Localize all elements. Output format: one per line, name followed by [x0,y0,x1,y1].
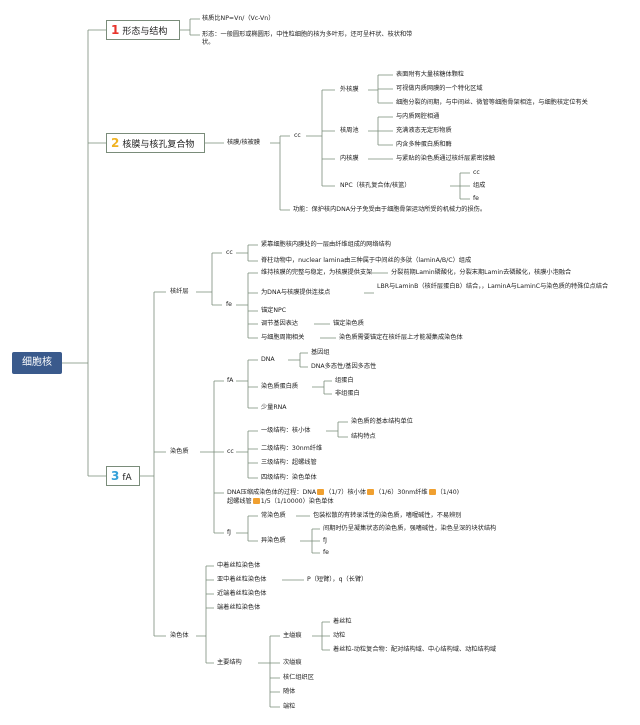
s3-lamina-fe-r4: 调节基因表达 [261,320,299,327]
s3-chromosome-arms: P（短臂），q（长臂） [307,576,368,583]
s3-hetero-item-2: fJ [323,537,328,544]
s3-compression-f: 1/5（1/10000）染色单体 [260,498,334,505]
section-3-label: fA [122,473,132,483]
s3-level-1-item-2: 结构特点 [351,433,376,440]
s3-chromatin-fa: fA [227,377,234,384]
s3-chromosome-type-2: 亚中着丝粒染色体 [217,576,267,583]
s3-lamina-fe-r2: 为DNA与核膜提供连接点 [261,289,331,296]
s3-lamina: 核纤层 [170,288,189,295]
s3-level-3: 三级结构：超螺线管 [261,459,317,466]
s3-compression-a: DNA压缩成染色体的过程：DNA [227,489,317,496]
section-1-number: 1 [111,23,120,37]
s3-compression-d: （1/40) [436,489,460,496]
s3-compression-e: 超螺线管 [227,498,252,505]
s3-main-structure: 主要结构 [217,659,242,666]
s2-npc-item-2: 组成 [473,182,486,189]
s2-npc: NPC（核孔复合体/核篮） [340,182,411,189]
s3-hetero-item-1: 间期时仍呈凝集状态的染色质，强嗜碱性，染色呈深的块状结构 [323,525,497,532]
s3-compression-b: （1/7）核小体 [325,489,367,496]
s1-item-shape-cont: 状。 [202,39,215,46]
s3-dna-item-2: DNA多态性/基因多态性 [311,363,377,370]
s3-chromosome-type-3: 近端着丝粒染色体 [217,590,267,597]
s1-item-shape: 形态：一般圆形或椭圆形，中性粒细胞的核为多叶形，还可呈杆状、枝状和带 [202,31,413,38]
s3-lamina-fe-r1b: 分裂前期Lamin磷酸化，分裂末期Lamin去磷酸化，核膜小泡融合 [391,269,572,276]
s3-level-1-item-1: 染色质的基本结构单位 [351,418,413,425]
s1-item-ratio: 核质比NP=Vn/（Vc-Vn） [202,15,275,22]
section-2-number: 2 [111,136,120,150]
s3-protein-item-1: 组蛋白 [335,377,354,384]
s3-level-2: 二级结构：30nm纤维 [261,445,323,452]
s3-euchromatin: 常染色质 [261,512,286,519]
arrow-tag-icon [317,489,325,495]
arrow-tag-icon [367,489,375,495]
s3-chromatin-cc: cc [227,448,234,455]
arrow-tag-icon [428,489,436,495]
s3-satellite: 随体 [283,688,296,695]
root-node: 细胞核 [12,352,62,374]
s2-outer-item-2: 可视做内质网膜的一个特化区域 [396,85,483,92]
s3-primary-constriction: 主缢痕 [283,632,302,639]
s3-primary-item-3: 着丝粒-动粒复合物：配对结构域、中心结构域、动粒结构域 [333,646,497,653]
s3-level-1: 一级结构：核小体 [261,427,311,434]
s3-compression-c: （1/6）30nm纤维 [375,489,428,496]
section-1-label: 形态与结构 [122,27,168,37]
s3-lamina-fe: fe [226,301,232,308]
s2-outer-item-3: 细胞分裂的间期，与中间丝、微管等细胞骨架相连，与细胞核定位有关 [396,99,588,106]
s2-npc-item-3: fe [473,195,479,202]
arrow-tag-icon [252,498,260,504]
s2-inner-item-1: 与紧贴的染色质通过核纤层紧密接触 [396,155,495,162]
s2-space-item-2: 充满液态无定形物质 [396,127,452,134]
section-3-number: 3 [111,469,120,483]
s2-inner-membrane: 内核膜 [340,155,359,162]
s3-lamina-cc-item-1: 紧靠细胞核内膜处的一层由纤维组成的网络结构 [261,241,391,248]
s3-lamina-fe-r4b: 锚定染色质 [333,320,364,327]
s2-cc: cc [294,132,301,139]
s3-lamina-fe-r3: 锚定NPC [261,307,287,314]
s2-space-item-1: 与内质网腔相通 [396,113,440,120]
s2-perinuclear-space: 核周池 [340,127,359,134]
s3-chromatin: 染色质 [170,448,189,455]
s3-chromosome-type-4: 端着丝粒染色体 [217,604,261,611]
s3-compression-line-1: DNA压缩成染色体的过程：DNA （1/7）核小体 （1/6）30nm纤维 （1/40… [227,489,459,497]
s3-protein-item-2: 非组蛋白 [335,390,360,397]
s3-lamina-fe-r5: 与细胞周期相关 [261,334,305,341]
s3-level-4: 四级结构：染色单体 [261,474,317,481]
s3-chromosome: 染色体 [170,632,189,639]
s3-heterochromatin: 异染色质 [261,537,286,544]
s3-lamina-fe-r5b: 染色质需要锚定在核纤层上才能凝集成染色体 [339,334,463,341]
s3-dna: DNA [261,356,275,363]
s2-function: 功能：保护核内DNA分子免受由于细胞骨架运动所受的机械力的损伤。 [293,206,487,213]
s3-euchromatin-desc: 包装松散的有转录活性的染色质，嗜喔碱性，不易辨别 [313,512,462,519]
s3-lamina-fe-r2b: LBR与LaminB（核纤层蛋白B）结合，，LaminA与LaminC与染色质的… [377,283,609,290]
s3-dna-item-1: 基因组 [311,349,330,356]
s3-lamina-cc-item-2: 脊柱动物中，nuclear lamina由三种属于中间丝的多肽（laminA/B… [261,257,472,264]
s3-chromosome-type-1: 中着丝粒染色体 [217,562,261,569]
s3-chromatin-fj: fJ [227,529,232,536]
s2-space-item-3: 内含多种蛋白质和酶 [396,141,452,148]
s2-npc-item-1: cc [473,169,480,176]
s3-compression-line-2: 超螺线管 1/5（1/10000）染色单体 [227,498,334,506]
s3-lamina-cc: cc [226,249,233,256]
s3-primary-item-1: 着丝粒 [333,618,352,625]
s3-lamina-fe-r1: 维持核膜的完整与稳定，为核膜提供支架 [261,269,373,276]
s3-chromatin-protein: 染色质蛋白质 [261,383,299,390]
s3-secondary-constriction: 次缢痕 [283,659,302,666]
s3-rna: 少量RNA [261,404,287,411]
s2-outer-membrane: 外核膜 [340,86,359,93]
section-2-label: 核膜与核孔复合物 [122,140,195,150]
s2-outer-item-1: 表面附有大量核糖体颗粒 [396,71,465,78]
s3-hetero-item-3: fe [323,549,329,556]
s2-nuclear-envelope: 核膜/核被膜 [227,139,261,146]
s3-primary-item-2: 动粒 [333,632,346,639]
s3-telomere: 端粒 [283,703,296,710]
s3-nucleolar-organizer: 核仁组织区 [283,674,314,681]
